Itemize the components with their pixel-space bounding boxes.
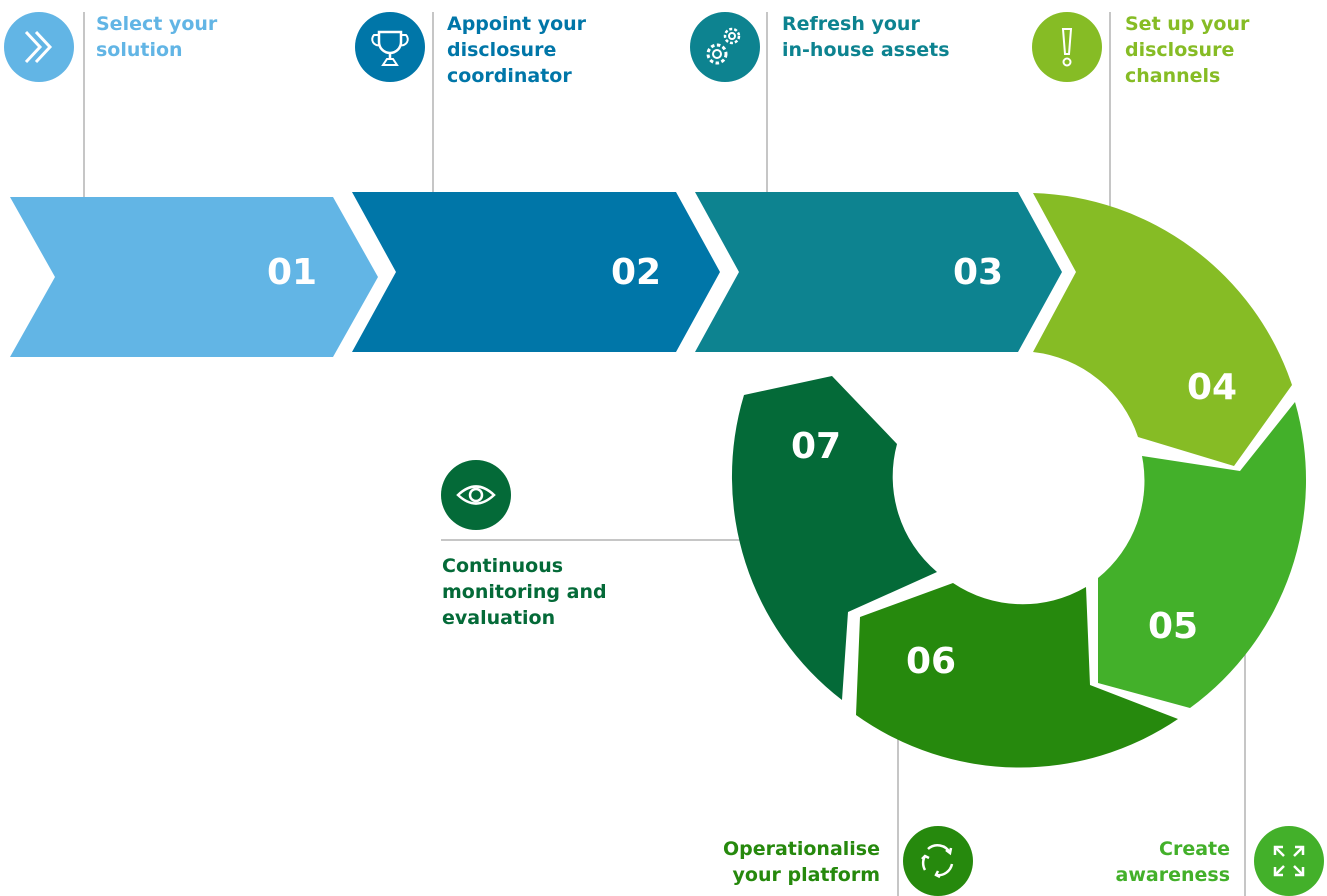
step-01-label-line: Select your — [96, 13, 218, 35]
step-01-label: Select your solution — [96, 11, 217, 63]
step-05-label-line: Create — [1159, 838, 1230, 860]
step-05-segment — [1098, 402, 1307, 708]
step-05-number: 05 — [1148, 606, 1198, 647]
step-05-label: Create awareness — [1116, 836, 1230, 888]
step-07-label-line: evaluation — [442, 607, 556, 629]
step-04-number: 04 — [1187, 367, 1237, 408]
step-06-segment — [856, 583, 1178, 768]
expand-arrows-icon — [1273, 845, 1305, 877]
step-03-arrow — [695, 192, 1062, 352]
step-07-number: 07 — [791, 426, 841, 467]
step-06-label: Operationalise your platform — [723, 836, 880, 888]
trophy-icon — [371, 30, 409, 66]
step-04-label-line: channels — [1125, 65, 1221, 87]
step-02-label-line: disclosure — [447, 39, 557, 61]
step-04-label-line: disclosure — [1125, 39, 1235, 61]
step-02-label-line: coordinator — [447, 65, 572, 87]
step-07-label-line: monitoring and — [442, 581, 607, 603]
exclamation-icon — [1061, 28, 1073, 67]
step-01-label-line: solution — [96, 39, 183, 61]
step-03-label: Refresh your in-house assets — [782, 11, 950, 63]
step-02-label-line: Appoint your — [447, 13, 587, 35]
step-02-number: 02 — [611, 252, 661, 293]
step-05-icon-badge — [1254, 826, 1324, 896]
double-chevron-right-icon — [24, 30, 53, 64]
step-07-label: Continuous monitoring and evaluation — [442, 553, 607, 631]
step-07-segment — [731, 376, 937, 700]
step-04-label: Set up your disclosure channels — [1125, 11, 1249, 89]
step-02-arrow — [352, 192, 720, 352]
step-01-arrow — [10, 197, 378, 357]
step-06-label-line: your platform — [732, 864, 880, 886]
step-03-label-line: Refresh your — [782, 13, 920, 35]
step-02-icon-badge — [355, 12, 425, 82]
step-06-number: 06 — [906, 641, 956, 682]
step-04-label-line: Set up your — [1125, 13, 1250, 35]
step-05-label-line: awareness — [1115, 864, 1230, 886]
step-01-icon-badge — [4, 12, 74, 82]
step-02-label: Appoint your disclosure coordinator — [447, 11, 586, 89]
step-03-label-line: in-house assets — [782, 39, 950, 61]
step-07-icon-badge — [441, 460, 511, 530]
step-01-number: 01 — [267, 252, 317, 293]
step-04-icon-badge — [1032, 12, 1102, 82]
eye-icon — [456, 485, 496, 505]
step-06-label-line: Operationalise — [722, 838, 880, 860]
step-07-label-line: Continuous — [442, 555, 564, 577]
cycle-arrows-icon — [921, 844, 954, 879]
step-04-segment — [1033, 193, 1292, 466]
step-06-icon-badge — [903, 826, 973, 896]
gears-icon — [706, 27, 741, 65]
step-03-number: 03 — [953, 252, 1003, 293]
step-03-icon-badge — [690, 12, 760, 82]
